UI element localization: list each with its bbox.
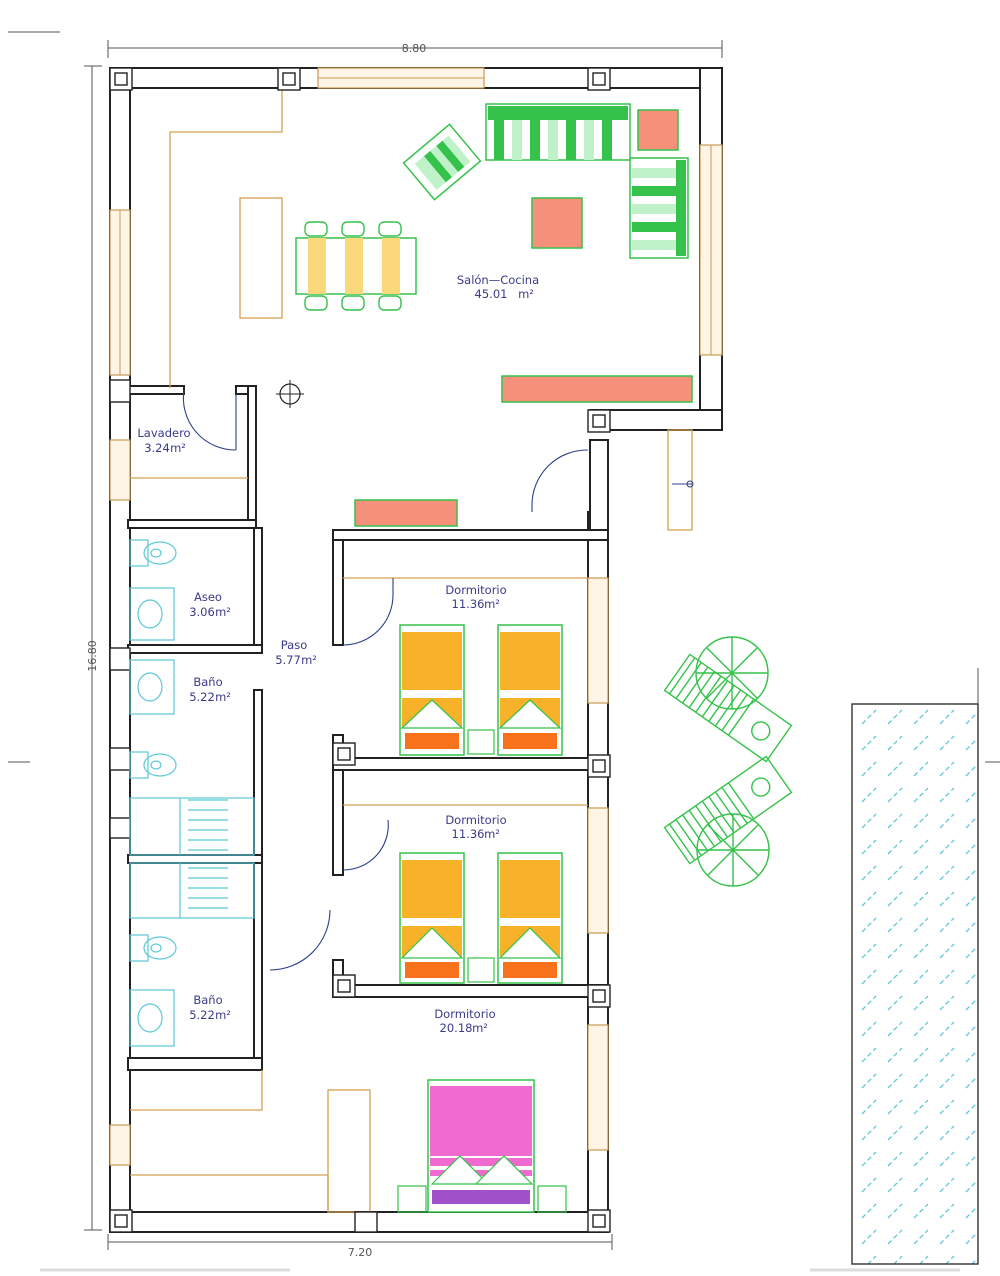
room-labels: Salón—Cocina 45.01 Lavadero 3.24 Aseo 3.… [137, 273, 539, 1035]
room-name: Dormitorio [434, 1007, 495, 1021]
area-unit: m² [484, 827, 500, 841]
side-table [637, 109, 679, 151]
area-unit: m² [215, 605, 231, 619]
kitchen-counter [501, 375, 693, 403]
room-area: 3.06 [189, 605, 215, 619]
area-unit: m² [472, 1021, 488, 1035]
room-area: 5.77 [275, 653, 301, 667]
doors [182, 389, 589, 971]
double-bed [397, 1079, 567, 1213]
room-name: Salón—Cocina [457, 273, 539, 287]
dining-set [295, 221, 417, 311]
room-area: 5.22 [189, 690, 215, 704]
area-units: m² m² m² m² m² m² m² m² m² [170, 287, 534, 1035]
hall-cabinet [354, 499, 458, 527]
area-unit: m² [215, 1008, 231, 1022]
room-name: Baño [193, 993, 222, 1007]
room-name: Aseo [194, 590, 222, 604]
swimming-pool [851, 668, 979, 1265]
dimension-left: 16.80 [86, 640, 99, 672]
area-unit: m² [170, 441, 186, 455]
entry-arrow-icon [672, 480, 694, 488]
dimension-lines [8, 31, 1000, 1250]
sun-lounger-2 [663, 755, 793, 865]
bathroom-fixtures [129, 539, 255, 1047]
area-unit: m² [518, 287, 534, 301]
dimension-bottom: 7.20 [348, 1246, 373, 1259]
room-name: Baño [193, 675, 222, 689]
room-area: 20.18 [440, 1021, 473, 1035]
room-area: 5.22 [189, 1008, 215, 1022]
room-area: 11.36 [452, 827, 485, 841]
sofa-side [629, 157, 689, 259]
sun-lounger-1 [663, 653, 793, 763]
armchair [402, 123, 482, 201]
area-unit: m² [215, 690, 231, 704]
inner-lines [130, 88, 693, 1213]
dimension-top: 8.80 [402, 42, 427, 55]
room-name: Paso [281, 638, 308, 652]
twin-beds-1 [399, 624, 563, 756]
room-area: 11.36 [452, 597, 485, 611]
sofa-top [485, 103, 631, 161]
area-unit: m² [484, 597, 500, 611]
room-name: Lavadero [137, 426, 190, 440]
twin-beds-2 [399, 852, 563, 984]
room-name: Dormitorio [445, 813, 506, 827]
target-marker-icon [276, 380, 304, 408]
area-unit: m² [301, 653, 317, 667]
room-area: 45.01 [475, 287, 508, 301]
umbrella-icon [695, 636, 769, 710]
room-name: Dormitorio [445, 583, 506, 597]
coffee-table [531, 197, 583, 249]
umbrella-icon [696, 813, 770, 887]
room-area: 3.24 [144, 441, 170, 455]
